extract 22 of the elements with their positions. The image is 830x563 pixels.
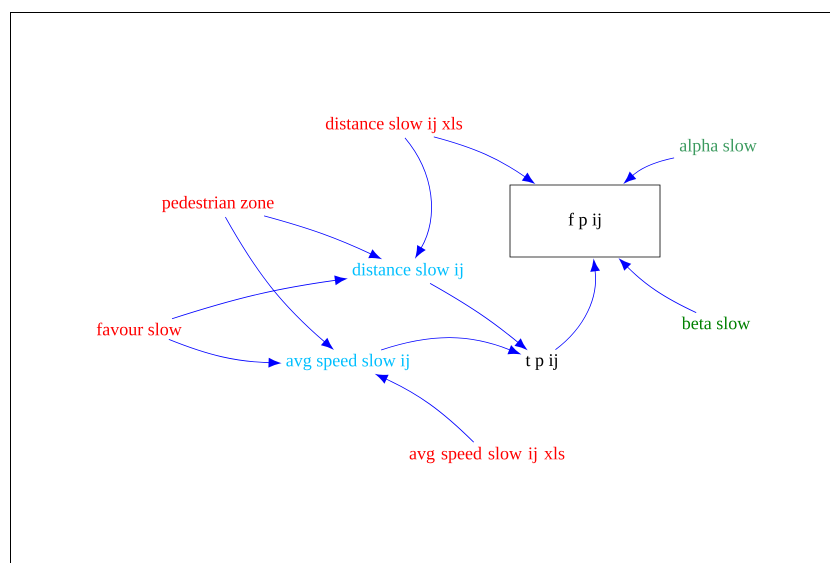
- arrow: [224, 216, 334, 350]
- variable-label: avg speed slow ij: [286, 354, 409, 370]
- arrow: [430, 282, 527, 350]
- variable-label: avg speed slow ij xls: [410, 446, 564, 464]
- variable-label: beta slow: [682, 316, 750, 330]
- arrow: [168, 338, 280, 368]
- arrow: [264, 215, 382, 259]
- variable-label: alpha slow: [680, 138, 757, 156]
- arrow: [624, 158, 674, 184]
- arrow: [404, 137, 432, 258]
- arrow: [555, 260, 600, 350]
- variable-label: distance slow ij xls: [326, 116, 462, 134]
- variable-box: f p ij: [510, 184, 660, 258]
- arrow: [172, 276, 347, 320]
- variable-label: distance slow ij: [352, 262, 462, 280]
- arrow: [380, 337, 520, 354]
- arrow: [376, 374, 474, 443]
- variable-label: pedestrian zone: [162, 196, 274, 212]
- arrow: [433, 136, 534, 184]
- variable-label: t p ij: [526, 354, 557, 370]
- arrow: [619, 258, 697, 314]
- variable-label: favour slow: [96, 322, 182, 336]
